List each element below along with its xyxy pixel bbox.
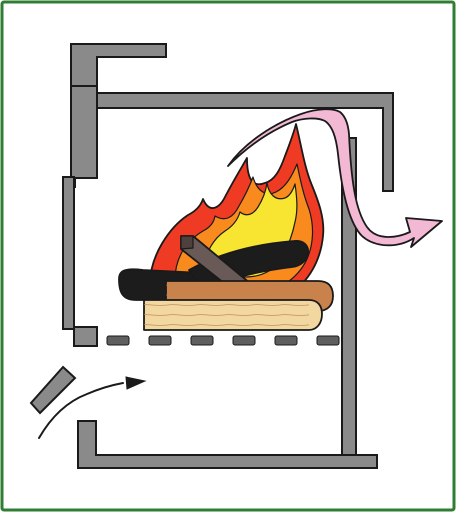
- stove-door-left-panel: [63, 177, 74, 329]
- front-log: [144, 300, 322, 330]
- grate-bar: [275, 336, 297, 345]
- grate-bar: [233, 336, 255, 345]
- grate-bar: [149, 336, 171, 345]
- grate-bar: [107, 336, 129, 345]
- stove-door-hinge: [74, 327, 97, 346]
- grate-bar: [317, 336, 339, 345]
- stove-upper-left-wall: [71, 86, 97, 187]
- grate-bar: [191, 336, 213, 345]
